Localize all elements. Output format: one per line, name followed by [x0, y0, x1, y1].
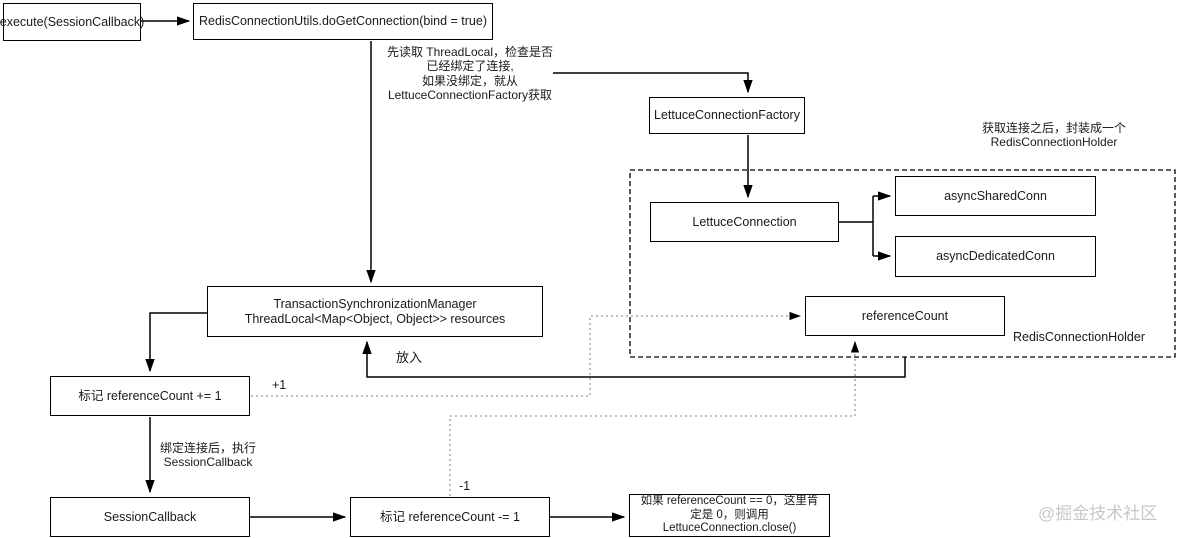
node-close-condition: 如果 referenceCount == 0，这里肯 定是 0，则调用 Lett… — [629, 494, 830, 537]
redis-connection-holder-container — [629, 169, 1176, 358]
node-mark-decr-label: 标记 referenceCount -= 1 — [380, 509, 520, 524]
node-do-get-connection: RedisConnectionUtils.doGetConnection(bin… — [193, 3, 493, 40]
annotation-holder-note: 获取连接之后，封装成一个 RedisConnectionHolder — [959, 121, 1149, 150]
annotation-threadlocal-line-3: 如果没绑定，就从 — [421, 73, 518, 88]
annotation-bind-note-line-2: SessionCallback — [163, 455, 253, 470]
annotation-threadlocal-line-1: 先读取 ThreadLocal，检查是否 — [386, 45, 554, 59]
node-mark-incr-label: 标记 referenceCount += 1 — [78, 388, 222, 403]
annotation-plus-one-label: +1 — [272, 378, 287, 392]
node-tsm-line-1: TransactionSynchronizationManager — [273, 296, 477, 311]
node-lettuce-connection: LettuceConnection — [650, 202, 839, 242]
node-execute-label: execute(SessionCallback) — [0, 14, 145, 29]
juejin-watermark: @掘金技术社区 — [1038, 504, 1158, 523]
node-lettuce-connection-label: LettuceConnection — [692, 214, 797, 229]
annotation-threadlocal-line-2: 已经绑定了连接, — [426, 59, 514, 74]
annotation-bind-note: 绑定连接后，执行 SessionCallback — [128, 441, 288, 470]
node-session-callback: SessionCallback — [50, 497, 250, 537]
redis-connection-holder-label: RedisConnectionHolder — [1012, 330, 1145, 344]
node-async-shared-conn: asyncSharedConn — [895, 176, 1096, 216]
connector-tsm-to-mark-incr — [145, 312, 207, 373]
node-execute: execute(SessionCallback) — [0, 3, 145, 41]
node-async-shared-conn-label: asyncSharedConn — [944, 188, 1047, 203]
connector-minus-one-to-referencecount — [449, 340, 860, 496]
node-reference-count: referenceCount — [805, 296, 1005, 336]
annotation-minus-one-label: -1 — [459, 479, 471, 493]
node-mark-reference-count-incr: 标记 referenceCount += 1 — [50, 376, 250, 416]
annotation-holder-note-line-2: RedisConnectionHolder — [990, 135, 1118, 150]
node-async-dedicated-conn-label: asyncDedicatedConn — [936, 249, 1055, 263]
node-lettuce-connection-factory-label: LettuceConnectionFactory — [654, 108, 800, 122]
node-lettuce-connection-factory: LettuceConnectionFactory — [649, 97, 805, 134]
annotation-threadlocal-line-4: LettuceConnectionFactory获取 — [387, 88, 553, 103]
annotation-bind-note-line-1: 绑定连接后，执行 — [159, 441, 256, 455]
node-close-line-3: LettuceConnection.close() — [662, 522, 797, 535]
annotation-put-label: 放入 — [396, 350, 423, 365]
node-close-line-1: 如果 referenceCount == 0，这里肯 — [640, 495, 819, 508]
connector-note-to-factory — [553, 72, 753, 94]
node-session-callback-label: SessionCallback — [103, 509, 197, 524]
node-tsm-line-2: ThreadLocal<Map<Object, Object>> resourc… — [244, 311, 506, 326]
annotation-threadlocal-note: 先读取 ThreadLocal，检查是否 已经绑定了连接, 如果没绑定，就从 L… — [375, 45, 565, 103]
node-mark-reference-count-decr: 标记 referenceCount -= 1 — [350, 497, 550, 537]
annotation-holder-note-line-1: 获取连接之后，封装成一个 — [981, 121, 1126, 135]
node-reference-count-label: referenceCount — [861, 308, 949, 323]
node-async-dedicated-conn: asyncDedicatedConn — [895, 236, 1096, 277]
connector-holder-put-into-tsm — [362, 340, 906, 378]
node-do-get-connection-label: RedisConnectionUtils.doGetConnection(bin… — [198, 14, 487, 28]
node-close-line-2: 定是 0，则调用 — [690, 508, 769, 521]
node-transaction-synchronization-manager: TransactionSynchronizationManager Thread… — [207, 286, 543, 337]
